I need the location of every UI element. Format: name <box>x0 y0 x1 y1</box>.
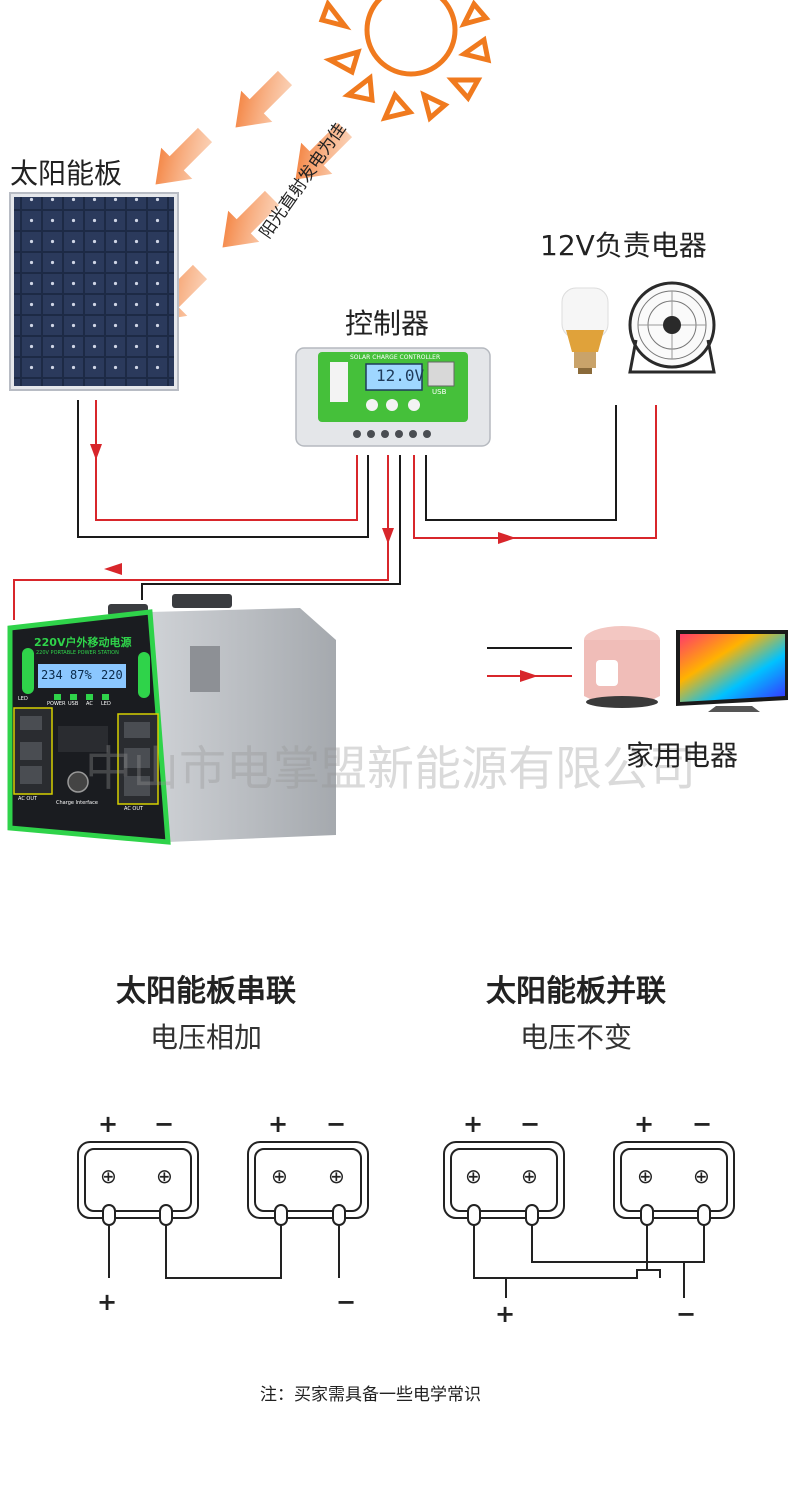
series-term-1: ⊕ <box>100 1164 117 1188</box>
station-charge-label: Charge Interface <box>56 800 98 806</box>
station-ac-out-right: AC OUT <box>124 806 144 812</box>
parallel-title: 太阳能板并联 <box>486 974 666 1009</box>
rice-cooker-icon <box>584 626 660 708</box>
station-led-label: LED <box>18 696 28 702</box>
series-plus-2: + <box>268 1110 289 1138</box>
controller-brand: SOLAR CHARGE CONTROLLER <box>350 354 441 361</box>
station-display-mid: 87% <box>70 668 92 682</box>
parallel-minus-1: − <box>520 1110 541 1138</box>
parallel-plus-2: + <box>634 1110 655 1138</box>
tv-icon <box>676 630 788 712</box>
series-out-minus: − <box>336 1288 357 1316</box>
parallel-term-2: ⊕ <box>521 1164 538 1188</box>
portable-power-station <box>7 594 336 845</box>
parallel-out-plus: + <box>495 1300 516 1328</box>
dc-load-label: 12V负责电器 <box>540 229 707 262</box>
controller-display: 12.0V <box>376 366 425 385</box>
station-ac-out-left: AC OUT <box>18 796 38 802</box>
footer-note: 注：买家需具备一些电学常识 <box>260 1385 481 1405</box>
parallel-term-3: ⊕ <box>637 1164 654 1188</box>
controller-label: 控制器 <box>345 307 430 340</box>
power-station-title-cn: 220V户外移动电源 <box>34 636 132 649</box>
parallel-out-minus: − <box>676 1300 697 1328</box>
fan-icon <box>628 281 716 374</box>
parallel-plus-1: + <box>463 1110 484 1138</box>
parallel-minus-2: − <box>692 1110 713 1138</box>
sun-icon <box>318 0 492 123</box>
parallel-subtitle: 电压不变 <box>520 1021 633 1054</box>
solar-panel <box>9 192 179 391</box>
watermark: 中山市电掌盟新能源有限公司 <box>85 742 696 797</box>
station-btn-power: POWER <box>47 701 66 707</box>
series-out-plus: + <box>97 1288 118 1316</box>
power-station-title-en: 220V PORTABLE POWER STATION <box>36 650 119 656</box>
series-title: 太阳能板串联 <box>116 974 296 1009</box>
parallel-term-1: ⊕ <box>465 1164 482 1188</box>
charge-controller <box>295 347 491 447</box>
series-plus-1: + <box>98 1110 119 1138</box>
station-btn-led: LED <box>101 701 111 707</box>
parallel-diagram <box>443 1141 735 1298</box>
current-direction-arrows <box>90 444 538 682</box>
ac-load-label: 家用电器 <box>626 739 739 772</box>
series-minus-2: − <box>326 1110 347 1138</box>
series-diagram <box>77 1141 369 1279</box>
station-btn-usb: USB <box>68 701 79 707</box>
station-display-right: 220 <box>101 668 123 682</box>
system-wires <box>13 400 657 677</box>
series-term-2: ⊕ <box>156 1164 173 1188</box>
series-minus-1: − <box>154 1110 175 1138</box>
series-subtitle: 电压相加 <box>150 1021 263 1054</box>
controller-usb-label: USB <box>432 388 447 396</box>
solar-panel-label: 太阳能板 <box>10 157 123 190</box>
station-display-left: 234 <box>41 668 63 682</box>
series-term-4: ⊕ <box>328 1164 345 1188</box>
light-bulb-icon <box>561 287 609 374</box>
series-term-3: ⊕ <box>271 1164 288 1188</box>
parallel-term-4: ⊕ <box>693 1164 710 1188</box>
station-btn-ac: AC <box>86 701 93 707</box>
